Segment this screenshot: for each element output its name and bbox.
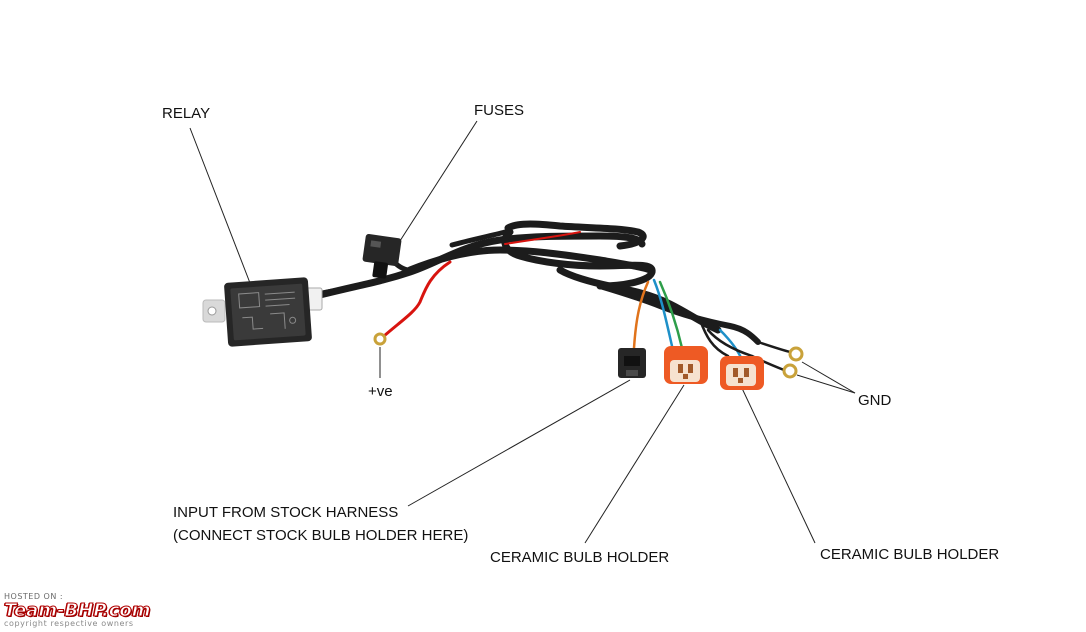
fuses-label: FUSES — [474, 102, 525, 119]
leader-lines — [189, 120, 856, 544]
ceramic-1-leader — [584, 384, 685, 544]
main-loom — [316, 220, 761, 345]
gnd-leader-2 — [796, 374, 856, 394]
positive-wire — [373, 260, 452, 346]
watermark-hosted: HOSTED ON : — [4, 592, 64, 601]
positive-ring-terminal — [373, 332, 387, 346]
relay — [202, 277, 346, 347]
watermark-logo: Team-BHP.com — [4, 600, 152, 622]
socket-wires — [632, 278, 792, 372]
ceramic-bulb-holder-2 — [720, 356, 764, 390]
fuse-holder — [362, 234, 419, 279]
gnd-ring-terminal-1 — [788, 346, 804, 362]
positive-label: +ve — [368, 383, 393, 400]
input-label-line-1: INPUT FROM STOCK HARNESS — [173, 504, 399, 521]
ceramic-holder-1-label: CERAMIC BULB HOLDER — [490, 549, 670, 566]
input-label-line-2: (CONNECT STOCK BULB HOLDER HERE) — [173, 527, 469, 544]
ceramic-bulb-holder-1 — [664, 346, 708, 384]
ceramic-2-leader — [739, 383, 816, 544]
watermark-copyright: copyright respective owners — [4, 619, 134, 628]
input-connector — [618, 348, 646, 378]
relay-leader — [189, 127, 251, 284]
gnd-ring-terminal-2 — [782, 363, 798, 379]
gnd-terminals — [782, 346, 804, 379]
fuses-leader — [397, 120, 478, 245]
input-leader — [407, 379, 631, 507]
relay-label: RELAY — [162, 105, 211, 122]
gnd-label: GND — [858, 392, 892, 409]
gnd-leader-1 — [801, 361, 856, 394]
ceramic-holder-2-label: CERAMIC BULB HOLDER — [820, 546, 1000, 563]
